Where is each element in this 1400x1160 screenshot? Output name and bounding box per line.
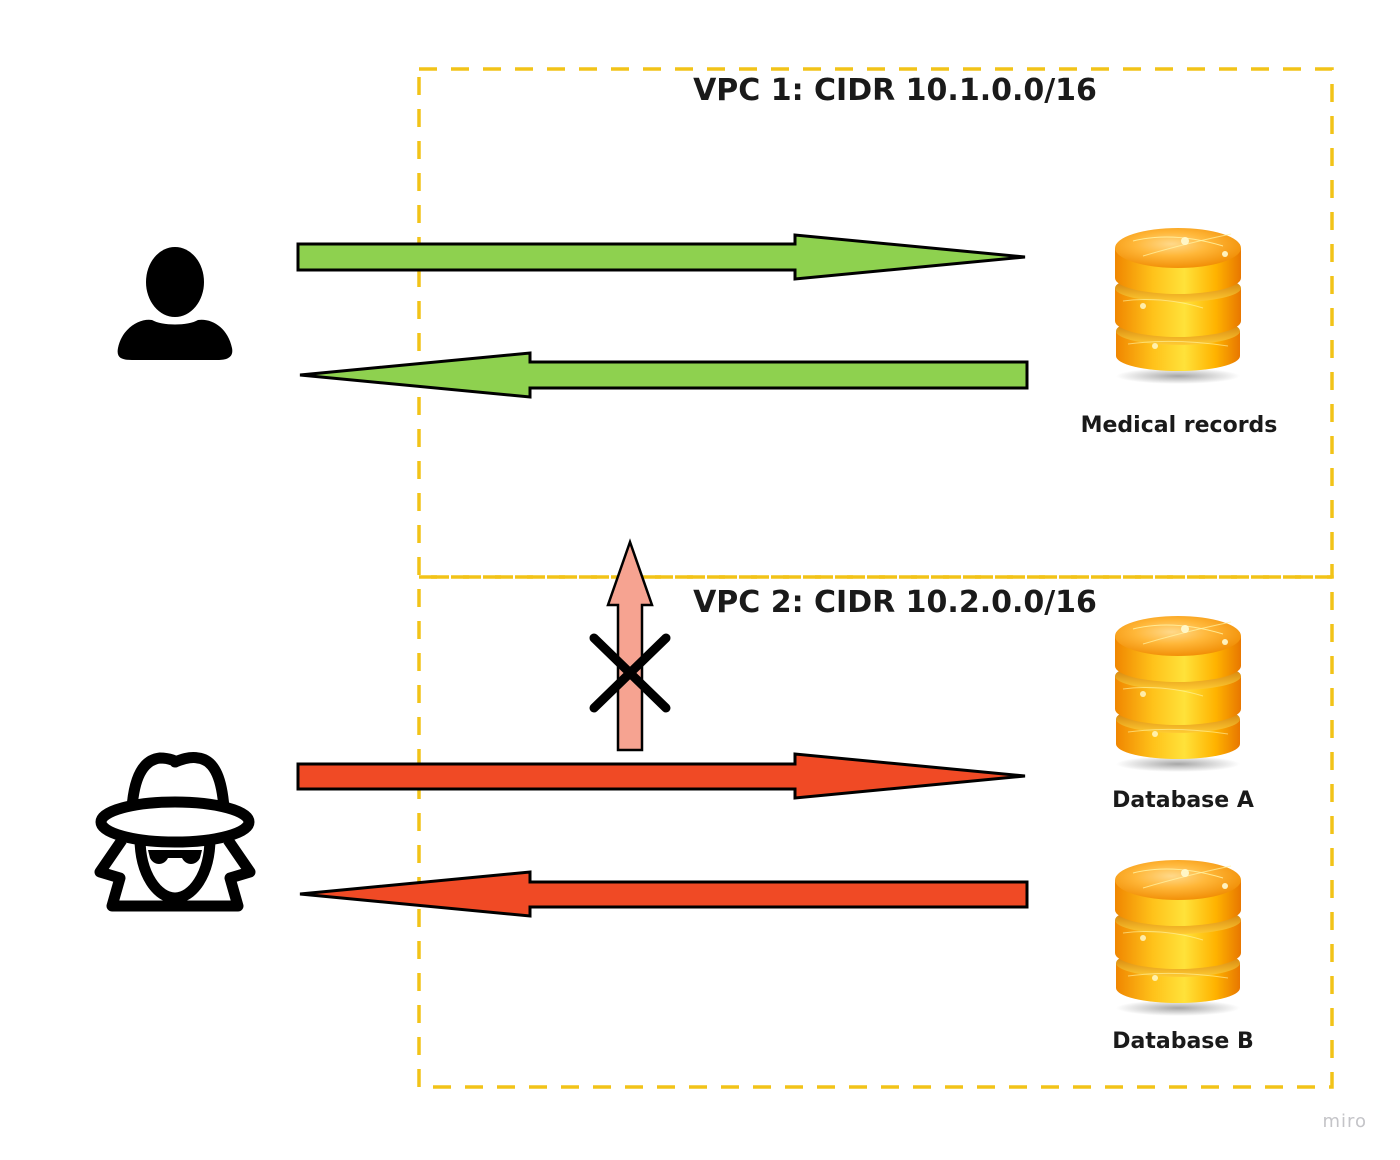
vpc2-title: VPC 2: CIDR 10.2.0.0/16: [693, 585, 1097, 620]
vpc1-title: VPC 1: CIDR 10.1.0.0/16: [693, 73, 1097, 108]
spy-glasses-icon: [148, 850, 202, 864]
database-b-icon: [1114, 859, 1242, 1017]
x-mark-icon: [589, 633, 671, 713]
arrow-database-to-attacker: [299, 870, 1029, 918]
arrow-medical-records-to-user: [299, 351, 1029, 399]
arrow-attacker-to-database: [296, 752, 1026, 800]
database-a-icon: [1114, 615, 1242, 773]
vpc2-boundary: [417, 575, 1334, 1089]
medical-records-label: Medical records: [1081, 413, 1278, 438]
arrow-user-to-medical-records: [296, 233, 1026, 281]
vpc1-boundary: [417, 67, 1334, 579]
spy-icon: [94, 752, 256, 912]
user-icon: [117, 247, 233, 360]
database-b-label: Database B: [1112, 1029, 1254, 1054]
medical-records-database-icon: [1114, 227, 1242, 385]
arrow-blocked-cross-vpc: [606, 538, 654, 752]
miro-watermark: miro: [1322, 1111, 1367, 1132]
database-a-label: Database A: [1112, 788, 1254, 813]
